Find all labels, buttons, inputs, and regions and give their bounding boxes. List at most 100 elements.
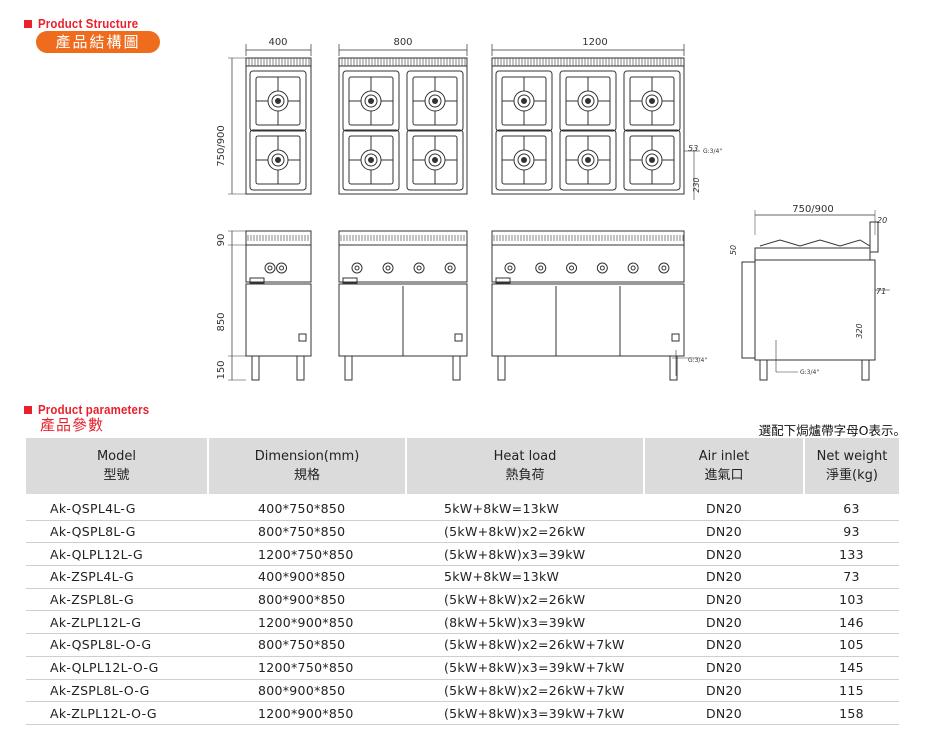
heat-load-cell: 5kW+8kW=13kW	[406, 494, 644, 521]
control-knob-icon	[264, 262, 276, 274]
model-cell: Ak-QLPL12L-O-G	[26, 656, 208, 680]
brand-badge	[495, 277, 511, 284]
front-top-grate	[245, 230, 312, 246]
dimension-cell: 400*750*850	[208, 494, 406, 521]
control-knob-icon	[351, 262, 363, 274]
bullet-square-icon	[24, 19, 32, 28]
side-leg	[861, 359, 870, 381]
grate-frame	[342, 129, 400, 191]
model-cell: Ak-QSPL8L-O-G	[26, 633, 208, 657]
gas-label-top: G:3/4"	[703, 148, 722, 155]
top-width-1200: 1200	[582, 37, 607, 48]
structure-title-cn: 產品結構圖	[36, 31, 160, 53]
header-heat-load: Heat load 熱負荷	[405, 438, 644, 494]
front-view-unit	[245, 230, 312, 381]
control-panel	[491, 244, 685, 283]
net-weight-cell: 103	[804, 588, 899, 612]
side-leg	[759, 359, 768, 381]
table-header-row: Model 型號 Dimension(mm) 規格 Heat load 熱負荷 …	[26, 438, 899, 494]
model-cell: Ak-QSPL8L-G	[26, 520, 208, 544]
structure-heading: Product Structure	[24, 13, 152, 32]
side-dim-320: 320	[855, 323, 864, 338]
header-model-cn: 型號	[103, 468, 130, 483]
net-weight-cell: 158	[804, 701, 899, 725]
oven-option-note: 選配下焗爐帶字母O表示。	[758, 423, 906, 438]
air-inlet-cell: DN20	[644, 656, 804, 680]
net-weight-cell: 133	[804, 542, 899, 567]
structure-title-en: Product Structure	[38, 16, 139, 31]
header-weight-en: Net weight	[816, 449, 888, 464]
height-legs-label: 150	[216, 360, 227, 379]
heat-load-cell: 5kW+8kW=13kW	[406, 565, 644, 589]
side-gas-label: G:3/4"	[800, 369, 819, 376]
side-top	[754, 247, 871, 261]
air-inlet-cell: DN20	[644, 565, 804, 589]
header-dimension-en: Dimension(mm)	[254, 449, 360, 464]
air-inlet-cell: DN20	[644, 701, 804, 725]
grate-frame	[406, 70, 464, 132]
control-knob-icon	[276, 262, 288, 274]
net-weight-cell: 115	[804, 679, 899, 703]
control-knob-icon	[627, 262, 639, 274]
side-width-label: 750/900	[792, 204, 834, 215]
grate-frame	[559, 70, 617, 132]
control-knob-icon	[444, 262, 456, 274]
grate-frame	[249, 70, 307, 132]
control-knob-icon	[596, 262, 608, 274]
header-air-inlet: Air inlet 進氣口	[643, 438, 804, 494]
net-weight-cell: 73	[804, 565, 899, 589]
control-knob-icon	[566, 262, 578, 274]
depth-label: 750/900	[216, 125, 227, 167]
grate-frame	[342, 70, 400, 132]
dimension-cell: 800*900*850	[208, 588, 406, 612]
gas-label-front: G:3/4"	[688, 357, 707, 364]
params-title-en: Product parameters	[38, 402, 150, 417]
air-inlet-cell: DN20	[644, 610, 804, 635]
bullet-square-icon	[24, 405, 32, 414]
air-inlet-cell: DN20	[644, 588, 804, 612]
net-weight-cell: 63	[804, 494, 899, 521]
cabinet	[245, 283, 312, 357]
header-air-en: Air inlet	[698, 449, 750, 464]
door-handle	[671, 333, 680, 342]
top-views	[228, 44, 700, 200]
header-dimension-cn: 規格	[293, 468, 320, 483]
control-knob-icon	[413, 262, 425, 274]
front-view-unit	[338, 230, 468, 381]
control-knob-icon	[504, 262, 516, 274]
model-cell: Ak-ZLPL12L-O-G	[26, 701, 208, 725]
params-heading: Product parameters	[24, 399, 164, 418]
leg	[452, 355, 461, 381]
technical-drawings: 400 800 1200 750/900 90 850 150 53 G:3/4…	[216, 37, 890, 381]
air-inlet-cell: DN20	[644, 633, 804, 657]
grate-frame	[406, 129, 464, 191]
net-weight-cell: 105	[804, 633, 899, 657]
heat-load-cell: (5kW+8kW)x2=26kW	[406, 520, 644, 544]
side-dim-50: 50	[729, 245, 738, 255]
model-cell: Ak-ZLPL12L-G	[26, 610, 208, 635]
front-views	[228, 230, 700, 381]
grate-frame	[623, 129, 681, 191]
dimension-cell: 800*750*850	[208, 520, 406, 544]
net-weight-cell: 145	[804, 656, 899, 680]
air-inlet-cell: DN20	[644, 542, 804, 567]
grate-frame	[249, 129, 307, 191]
heat-load-cell: (5kW+8kW)x3=39kW+7kW	[406, 656, 644, 680]
model-cell: Ak-QLPL12L-G	[26, 542, 208, 567]
header-model-en: Model	[96, 449, 137, 464]
heat-load-cell: (8kW+5kW)x3=39kW	[406, 610, 644, 635]
leg	[344, 355, 353, 381]
top-view-unit	[245, 44, 312, 195]
dimension-cell: 800*900*850	[208, 679, 406, 703]
front-top-grate	[338, 230, 468, 246]
leg	[296, 355, 305, 381]
side-dim-71: 71	[876, 287, 886, 296]
heat-load-cell: (5kW+8kW)x3=39kW	[406, 542, 644, 567]
grate-frame	[495, 129, 553, 191]
grate-frame	[559, 129, 617, 191]
